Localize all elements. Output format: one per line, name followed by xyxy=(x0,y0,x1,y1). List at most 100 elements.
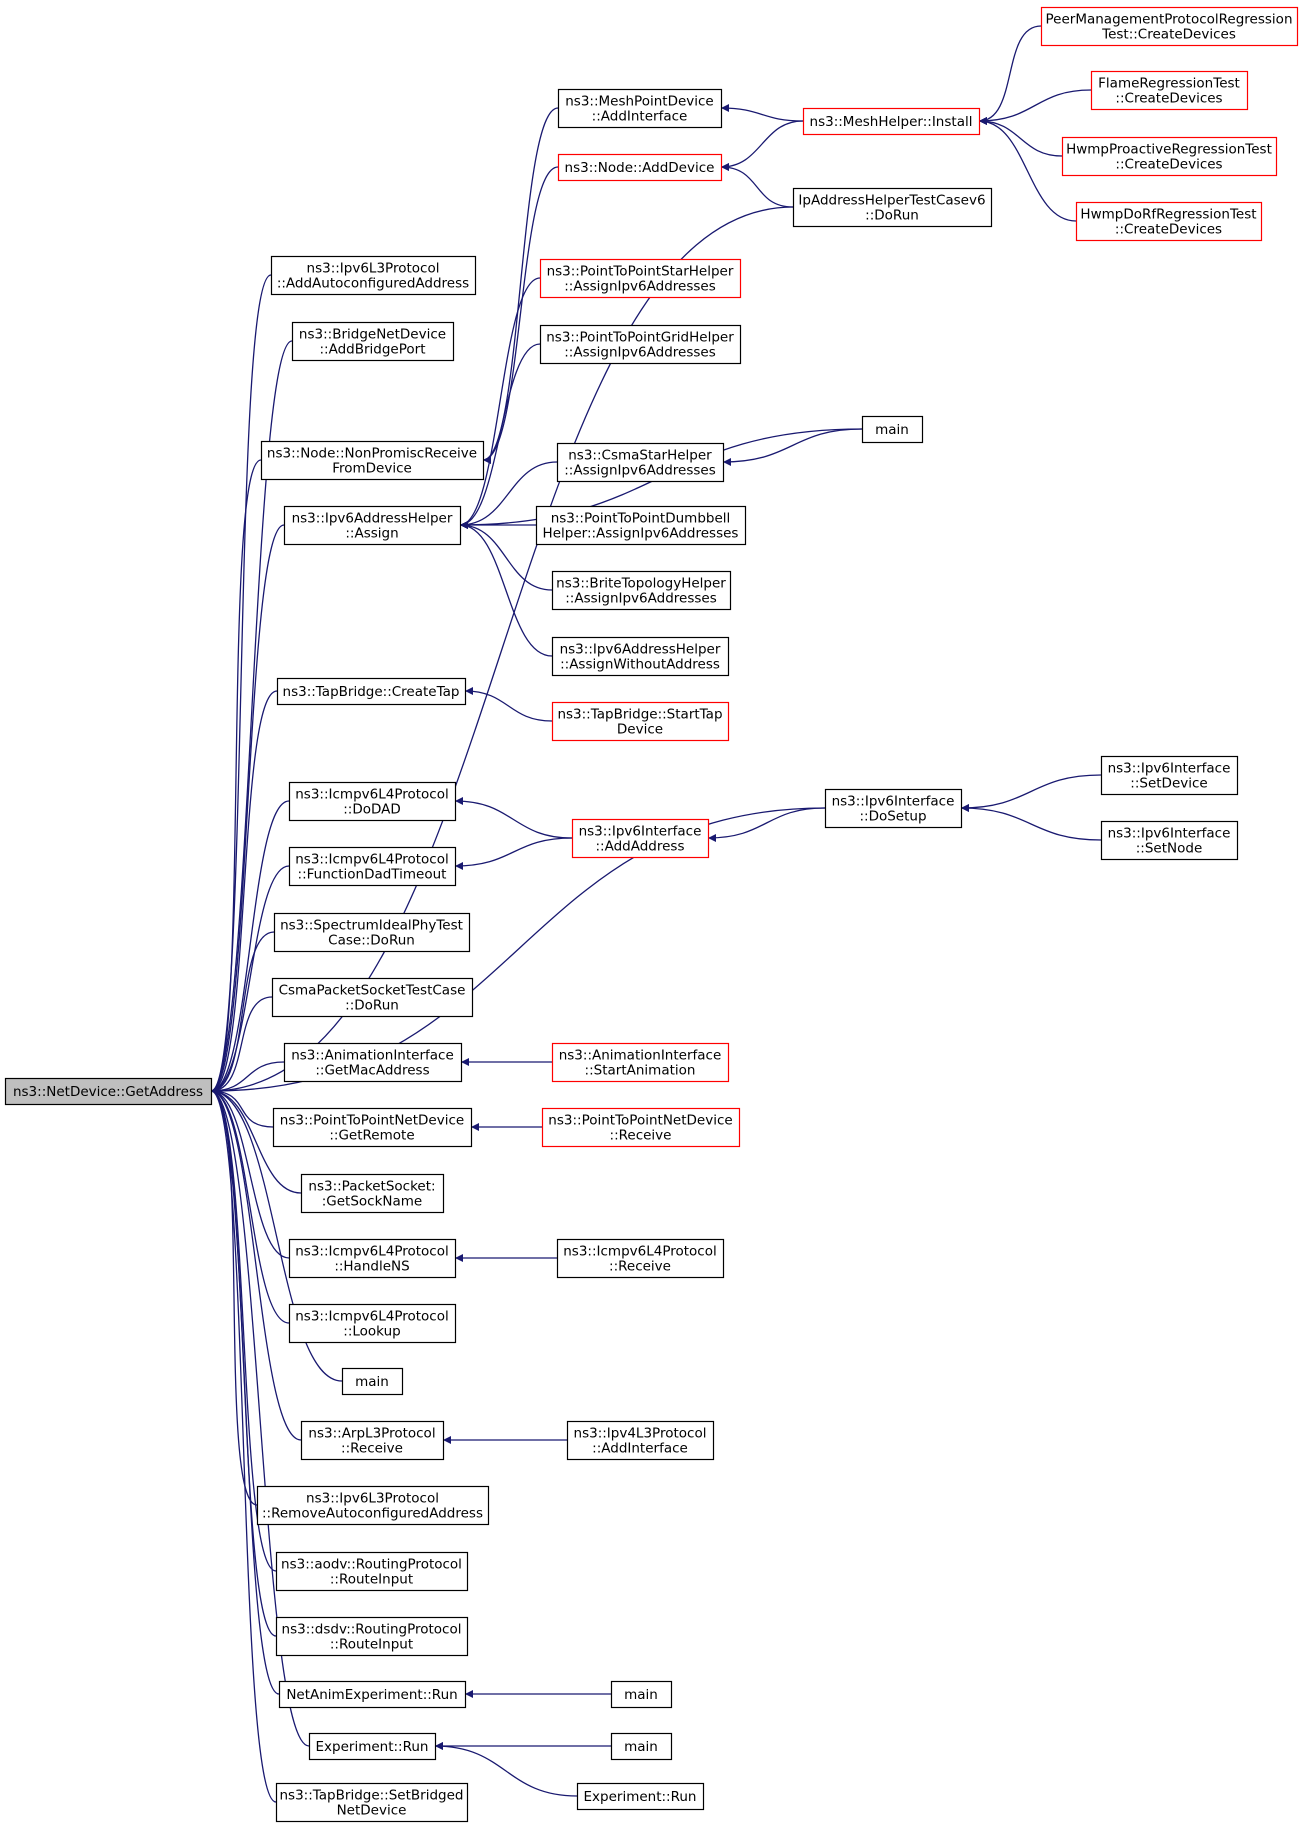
node-box xyxy=(861,415,924,444)
node-peermgmt_create[interactable]: PeerManagementProtocolRegressionTest::Cr… xyxy=(1040,6,1299,47)
node-csmastar_assign[interactable]: ns3::CsmaStarHelper::AssignIpv6Addresses xyxy=(556,442,725,483)
node-arp_receive[interactable]: ns3::ArpL3Protocol::Receive xyxy=(300,1420,445,1461)
node-label-line: ::Receive xyxy=(609,1259,671,1275)
node-label-line: ns3::ArpL3Protocol xyxy=(308,1426,435,1442)
edge-p2pgrid_assign-to-ipv6addrhelper_assign xyxy=(459,343,541,529)
node-box xyxy=(271,977,474,1018)
node-label-line: ::GetMacAddress xyxy=(315,1063,429,1079)
node-main2[interactable]: main xyxy=(861,415,924,444)
node-label-line: ::CreateDevices xyxy=(1115,157,1222,173)
node-box xyxy=(300,1173,445,1214)
node-ipv4l3_addif[interactable]: ns3::Ipv4L3Protocol::AddInterface xyxy=(566,1420,715,1461)
node-box xyxy=(551,636,730,677)
node-label-line: ::AssignIpv6Addresses xyxy=(564,279,716,295)
node-label-line: ns3::SpectrumIdealPhyTest xyxy=(280,918,463,934)
node-meshpoint_addif[interactable]: ns3::MeshPointDevice::AddInterface xyxy=(557,88,723,129)
node-box xyxy=(273,912,471,953)
node-label-line: HwmpProactiveRegressionTest xyxy=(1066,142,1272,158)
node-p2pstar_assign[interactable]: ns3::PointToPointStarHelper::AssignIpv6A… xyxy=(539,258,742,299)
node-label-line: ns3::Ipv4L3Protocol xyxy=(574,1426,707,1442)
node-bridge_addport[interactable]: ns3::BridgeNetDevice::AddBridgePort xyxy=(291,321,455,362)
node-icmpv6_lookup[interactable]: ns3::Icmpv6L4Protocol::Lookup xyxy=(288,1303,457,1344)
node-label-line: ::SetNode xyxy=(1136,841,1203,857)
node-root[interactable]: ns3::NetDevice::GetAddress xyxy=(4,1077,213,1106)
node-anim_startanim[interactable]: ns3::AnimationInterface::StartAnimation xyxy=(551,1042,730,1083)
node-p2pdumbbell_assign[interactable]: ns3::PointToPointDumbbellHelper::AssignI… xyxy=(535,505,747,546)
node-label-line: Helper::AssignIpv6Addresses xyxy=(543,526,739,542)
node-label-line: ns3::PointToPointNetDevice xyxy=(548,1113,732,1129)
edge-ipv6if_setdevice-to-ipv6if_dosetup xyxy=(960,774,1102,812)
node-icmpv6_handlens[interactable]: ns3::Icmpv6L4Protocol::HandleNS xyxy=(288,1238,457,1279)
node-icmpv6_dodad[interactable]: ns3::Icmpv6L4Protocol::DoDAD xyxy=(288,781,457,822)
node-flame_create[interactable]: FlameRegressionTest::CreateDevices xyxy=(1090,70,1249,111)
node-ipv6if_setdevice[interactable]: ns3::Ipv6Interface::SetDevice xyxy=(1100,755,1239,796)
node-label-line: ns3::PointToPointDumbbell xyxy=(551,511,731,527)
node-box xyxy=(824,788,963,829)
node-box xyxy=(792,187,993,228)
node-ipv6l3_removeauto[interactable]: ns3::Ipv6L3Protocol::RemoveAutoconfigure… xyxy=(256,1485,490,1526)
edge-arp_receive-to-root xyxy=(210,1087,302,1441)
node-p2pgrid_assign[interactable]: ns3::PointToPointGridHelper::AssignIpv6A… xyxy=(539,324,742,365)
node-label-line: ::AddInterface xyxy=(592,1441,688,1457)
node-label-line: ::RouteInput xyxy=(330,1637,413,1653)
node-label-line: main xyxy=(355,1374,389,1390)
node-ipv6if_setnode[interactable]: ns3::Ipv6Interface::SetNode xyxy=(1100,820,1239,861)
node-anim_getmac[interactable]: ns3::AnimationInterface::GetMacAddress xyxy=(283,1042,463,1083)
node-main3[interactable]: main xyxy=(610,1680,673,1709)
node-label-line: ns3::NetDevice::GetAddress xyxy=(13,1084,203,1100)
edge-spectrum_dorun-to-root xyxy=(210,931,275,1095)
node-label-line: ::Lookup xyxy=(343,1324,400,1340)
node-label-line: ::AddAddress xyxy=(596,839,685,855)
node-label-line: main xyxy=(624,1739,658,1755)
edge-icmpv6_lookup-to-root xyxy=(210,1087,290,1324)
node-icmpv6_receive[interactable]: ns3::Icmpv6L4Protocol::Receive xyxy=(556,1238,725,1279)
node-meshhelper_install[interactable]: ns3::MeshHelper::Install xyxy=(802,107,981,136)
edge-node_nonpromisc-to-root xyxy=(210,459,262,1095)
node-ipv6addrhelper_assignwithout[interactable]: ns3::Ipv6AddressHelper::AssignWithoutAdd… xyxy=(551,636,730,677)
node-box xyxy=(551,701,730,742)
node-csma_dorun[interactable]: CsmaPacketSocketTestCase::DoRun xyxy=(271,977,474,1018)
node-box xyxy=(270,255,477,296)
node-tapbridge_createtap[interactable]: ns3::TapBridge::CreateTap xyxy=(276,677,467,706)
node-netanim_run[interactable]: NetAnimExperiment::Run xyxy=(278,1680,467,1709)
edge-ipv6if_addaddress-to-icmpv6_dodad xyxy=(454,797,573,839)
node-hwmpproactive_create[interactable]: HwmpProactiveRegressionTest::CreateDevic… xyxy=(1061,136,1278,177)
node-label-line: ::AssignWithoutAddress xyxy=(560,657,720,673)
node-ipv6l3_addauto[interactable]: ns3::Ipv6L3Protocol::AddAutoconfiguredAd… xyxy=(270,255,477,296)
node-hwmpdorf_create[interactable]: HwmpDoRfRegressionTest::CreateDevices xyxy=(1075,201,1263,242)
node-experiment_run[interactable]: Experiment::Run xyxy=(308,1732,437,1761)
node-box xyxy=(556,1238,725,1279)
node-box xyxy=(283,505,462,546)
node-box xyxy=(4,1077,213,1106)
node-experiment_run2[interactable]: Experiment::Run xyxy=(576,1782,705,1811)
edge-experiment_run2-to-experiment_run xyxy=(434,1742,578,1797)
node-ipv6if_addaddress[interactable]: ns3::Ipv6Interface::AddAddress xyxy=(571,818,710,859)
node-main1[interactable]: main xyxy=(341,1367,404,1396)
node-main4[interactable]: main xyxy=(610,1732,673,1761)
edge-main1-to-root xyxy=(210,1087,343,1382)
node-ipv6if_dosetup[interactable]: ns3::Ipv6Interface::DoSetup xyxy=(824,788,963,829)
edge-bridge_addport-to-root xyxy=(210,340,293,1095)
node-brite_assign[interactable]: ns3::BriteTopologyHelper::AssignIpv6Addr… xyxy=(551,570,732,611)
node-label-line: Experiment::Run xyxy=(316,1739,429,1755)
node-icmpv6_funcdad[interactable]: ns3::Icmpv6L4Protocol::FunctionDadTimeou… xyxy=(288,846,457,887)
node-label-line: ns3::Icmpv6L4Protocol xyxy=(295,852,449,868)
node-packetsocket_getsock[interactable]: ns3::PacketSocket::GetSockName xyxy=(300,1173,445,1214)
node-label-line: ns3::MeshPointDevice xyxy=(565,94,714,110)
node-label-line: ::DoDAD xyxy=(343,802,401,818)
node-p2p_getremote[interactable]: ns3::PointToPointNetDevice::GetRemote xyxy=(272,1107,473,1148)
node-box xyxy=(610,1680,673,1709)
edge-icmpv6_funcdad-to-root xyxy=(210,865,290,1095)
node-p2p_receive[interactable]: ns3::PointToPointNetDevice::Receive xyxy=(541,1107,741,1148)
node-label-line: Test::CreateDevices xyxy=(1101,27,1236,43)
node-ipv6addrhelper_assign[interactable]: ns3::Ipv6AddressHelper::Assign xyxy=(283,505,462,546)
node-aodv_routeinput[interactable]: ns3::aodv::RoutingProtocol::RouteInput xyxy=(275,1551,469,1592)
node-dsdv_routeinput[interactable]: ns3::dsdv::RoutingProtocol::RouteInput xyxy=(275,1616,469,1657)
node-label-line: ns3::Ipv6Interface xyxy=(579,824,702,840)
node-node_adddevice[interactable]: ns3::Node::AddDevice xyxy=(557,153,723,182)
node-ipaddrhelper_test[interactable]: IpAddressHelperTestCasev6::DoRun xyxy=(792,187,993,228)
